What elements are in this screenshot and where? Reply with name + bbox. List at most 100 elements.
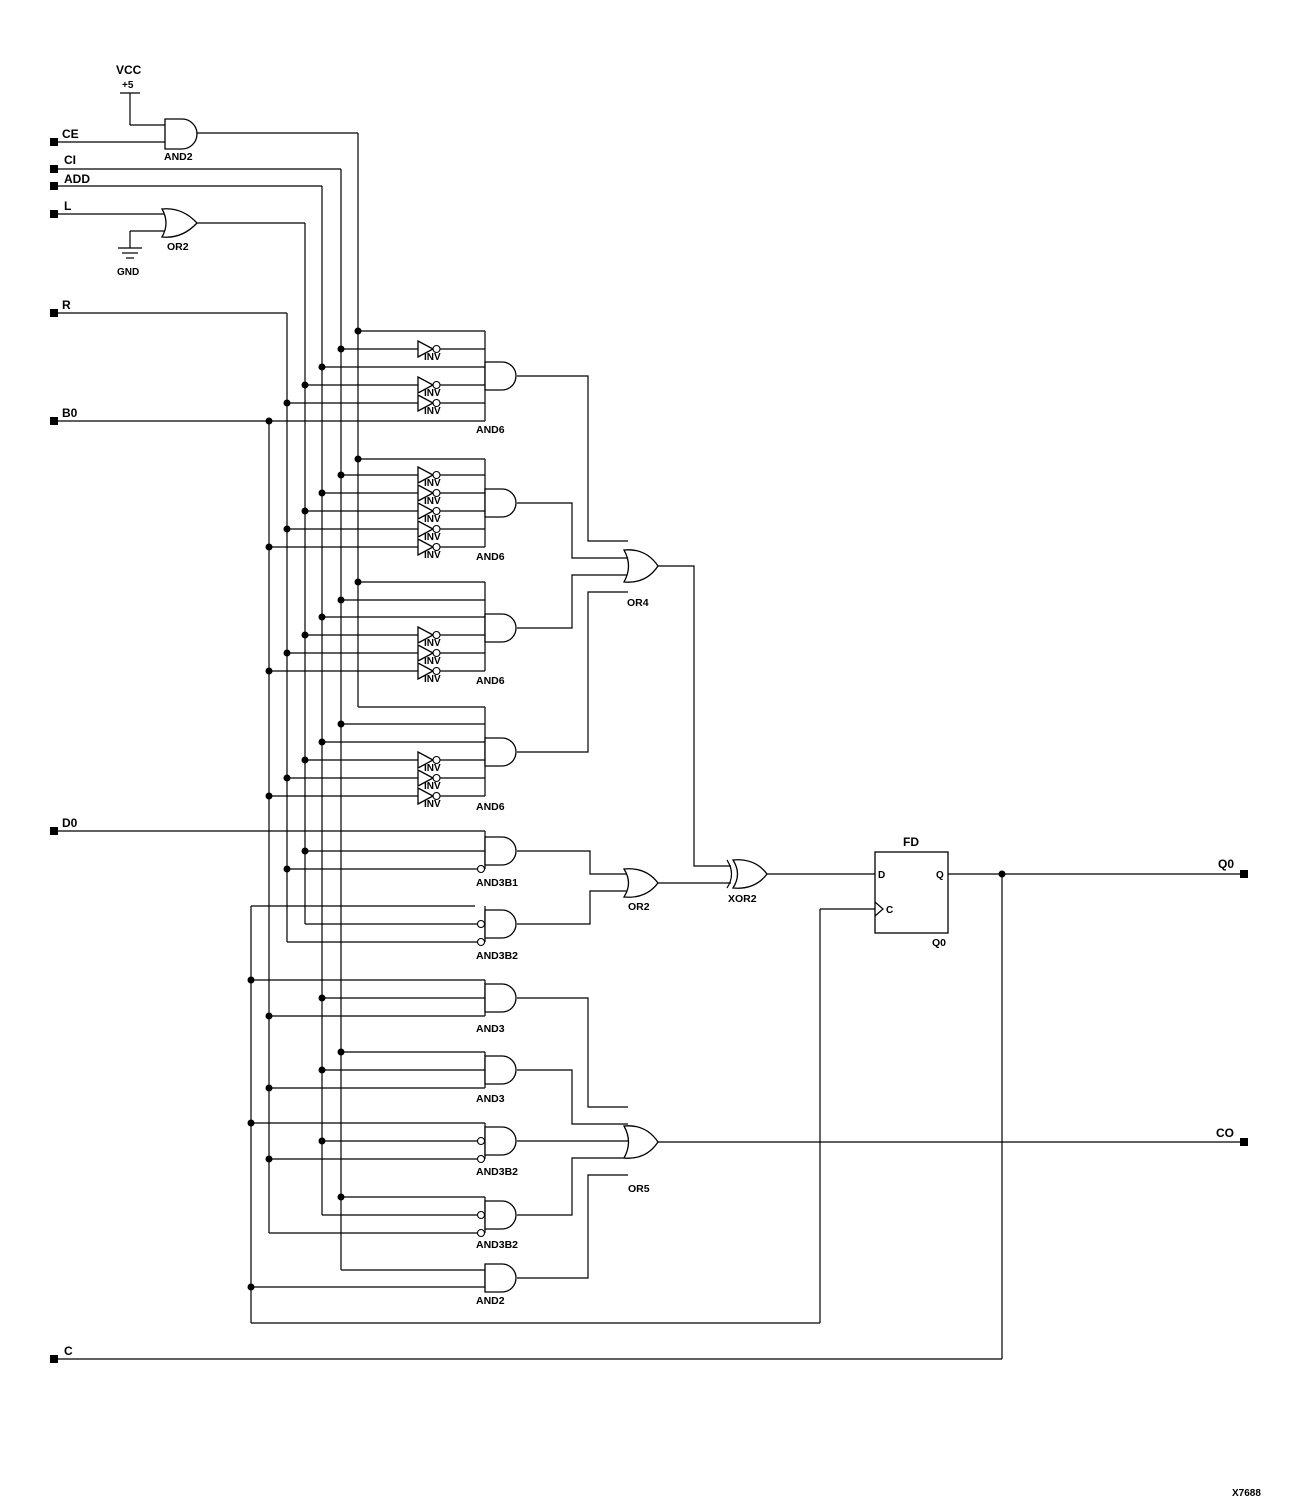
inverter-gate: INV [417, 519, 441, 543]
pad-co [1240, 1138, 1248, 1146]
inverter-label: INV [424, 656, 441, 667]
and6-label-1: AND6 [476, 424, 505, 436]
junction-dot [337, 1048, 345, 1056]
and3b2-gate-2 [484, 1126, 517, 1156]
and2-gate-carry [484, 1263, 517, 1293]
xor2-label: XOR2 [728, 893, 757, 905]
and3-label-1: AND3 [476, 1023, 505, 1035]
fd-flipflop [874, 851, 949, 934]
and6-gate-1 [484, 361, 517, 391]
inverter-gate: INV [417, 465, 441, 489]
inverter-label: INV [424, 674, 441, 685]
vcc-label: VCC [116, 63, 142, 77]
junction-dot [998, 870, 1006, 878]
junction-dot [318, 363, 326, 371]
or5-gate [622, 1125, 659, 1159]
junction-dot [283, 525, 291, 533]
or2-label-mid: OR2 [628, 901, 650, 913]
and6-label-2: AND6 [476, 551, 505, 563]
inverter-gate: INV [417, 501, 441, 525]
junction-dot [265, 1155, 273, 1163]
input-ci-label: CI [64, 153, 76, 167]
and3b2-label-1: AND3B2 [476, 950, 518, 962]
inverter-gate: INV [417, 768, 441, 792]
junction-dot [337, 1193, 345, 1201]
junction-dot [354, 455, 362, 463]
junction-dot [318, 738, 326, 746]
inverter-label: INV [424, 550, 441, 561]
vcc-value: +5 [122, 80, 134, 91]
and6-label-3: AND6 [476, 675, 505, 687]
and6-gate-2 [484, 488, 517, 518]
inverter-gate: INV [417, 483, 441, 507]
wires [55, 92, 1243, 1360]
input-c-label: C [64, 1344, 73, 1358]
inverter-gate: INV [417, 375, 441, 399]
input-b0-label: B0 [62, 406, 78, 420]
xor2-gate [731, 859, 768, 889]
gates [160, 118, 949, 1293]
inverter-gate: INV [417, 339, 441, 363]
and2-label-carry: AND2 [476, 1295, 505, 1307]
junction-dot [247, 976, 255, 984]
fd-pin-d: D [878, 870, 885, 881]
input-d0-label: D0 [62, 816, 78, 830]
and3b2-label-2: AND3B2 [476, 1166, 518, 1178]
junction-dot [354, 327, 362, 335]
and2-gate-top [164, 118, 198, 150]
junction-dot [247, 1283, 255, 1291]
fd-pin-c: C [886, 905, 893, 916]
output-co-label: CO [1216, 1126, 1234, 1140]
junction-dot [318, 1137, 326, 1145]
junction-dot [265, 417, 273, 425]
input-r-label: R [62, 298, 71, 312]
inverter-label: INV [424, 496, 441, 507]
inverter-gate: INV [417, 537, 441, 561]
and6-gate-3 [484, 613, 517, 643]
inverter-gate: INV [417, 786, 441, 810]
and3-gate-1 [484, 983, 517, 1013]
or4-gate [622, 549, 659, 583]
junction-dot [301, 756, 309, 764]
inverter-gate: INV [417, 750, 441, 774]
and3b1-label: AND3B1 [476, 877, 518, 889]
input-l-label: L [64, 199, 71, 213]
junction-dot [337, 596, 345, 604]
junction-dot [318, 1066, 326, 1074]
junction-dot [318, 994, 326, 1002]
pad-ce [50, 138, 58, 146]
fd-label: FD [903, 835, 919, 849]
junction-dot [337, 471, 345, 479]
inverters: INVINVINVINVINVINVINVINVINVINVINVINVINVI… [417, 339, 441, 810]
junction-dot [301, 381, 309, 389]
junction-dot [318, 613, 326, 621]
and3b2-gate-3 [484, 1200, 517, 1230]
inverter-label: INV [424, 352, 441, 363]
pad-b0 [50, 417, 58, 425]
junction-dot [247, 1119, 255, 1127]
junction-dot [337, 720, 345, 728]
and3b2-gate-1 [484, 909, 517, 939]
labels: VCC +5 GND CE CI ADD L R B0 D0 C Q0 CO A… [62, 63, 1261, 1499]
junction-dot [265, 792, 273, 800]
inverter-gate: INV [417, 643, 441, 667]
pad-q0 [1240, 870, 1248, 878]
and3b2-label-3: AND3B2 [476, 1239, 518, 1251]
input-add-label: ADD [64, 172, 90, 186]
pad-add [50, 182, 58, 190]
fd-instance-label: Q0 [932, 937, 946, 949]
inverter-gate: INV [417, 661, 441, 685]
or2-gate-top [160, 208, 198, 238]
junction-dot [337, 345, 345, 353]
junction-dot [301, 507, 309, 515]
inverter-label: INV [424, 478, 441, 489]
junction-dot [301, 847, 309, 855]
junction-dot [283, 399, 291, 407]
pad-r [50, 309, 58, 317]
or4-label: OR4 [627, 597, 649, 609]
inverter-label: INV [424, 638, 441, 649]
io-pads [50, 138, 1248, 1363]
or5-label: OR5 [628, 1183, 650, 1195]
inverter-label: INV [424, 532, 441, 543]
junction-dot [265, 667, 273, 675]
